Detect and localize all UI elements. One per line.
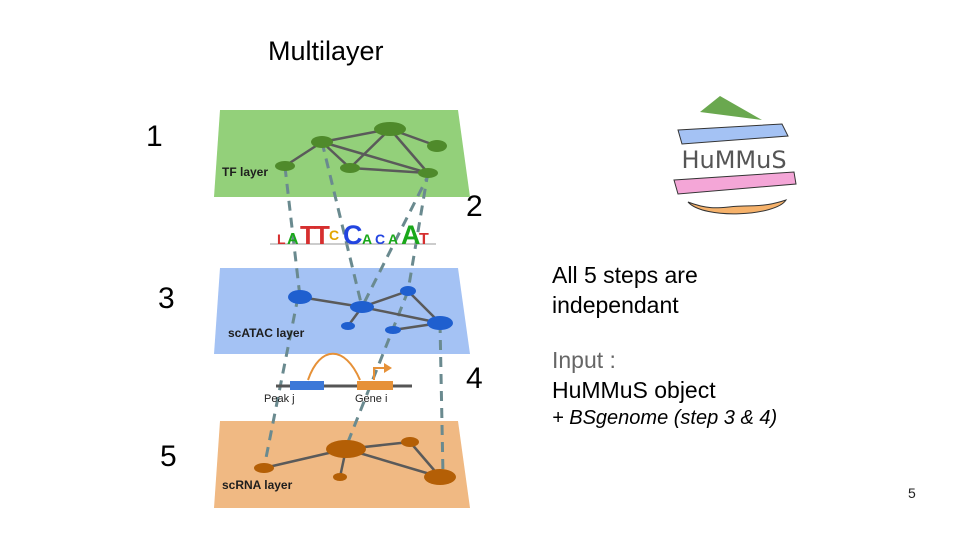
- peak-label: Peak j: [264, 393, 295, 405]
- motif-letter: L: [277, 231, 286, 247]
- motif-letter: T: [300, 220, 316, 250]
- scrna-network: [254, 437, 456, 485]
- interlayer-links: [262, 141, 445, 476]
- motif-letter: A: [362, 231, 372, 247]
- atac-node: [350, 301, 374, 313]
- motif-letter: A: [388, 231, 398, 247]
- motif-letter: A: [401, 220, 421, 250]
- step-number-3: 3: [158, 282, 175, 315]
- motif-letter: C: [375, 231, 385, 247]
- page-number: 5: [908, 485, 916, 501]
- atac-node: [341, 322, 355, 330]
- tf-layer-plane: [214, 110, 470, 197]
- atac-node: [288, 290, 312, 304]
- rna-node: [424, 469, 456, 485]
- peak-gene-arc: [307, 352, 361, 381]
- tf-node: [427, 140, 447, 152]
- motif-letter: T: [419, 231, 429, 248]
- tf-network: [275, 122, 447, 178]
- tf-layer-label: TF layer: [222, 165, 268, 179]
- tf-node: [311, 136, 333, 148]
- scrna-layer-label: scRNA layer: [222, 478, 293, 492]
- atac-node: [385, 326, 401, 334]
- step-number-4: 4: [466, 362, 483, 395]
- tss-arrow-icon: [373, 367, 386, 380]
- atac-node: [427, 316, 453, 330]
- input-label: Input :: [552, 347, 616, 373]
- hummus-logo: HuMMuS: [673, 96, 797, 215]
- atac-node: [400, 286, 416, 296]
- description-line-1: All 5 steps are: [552, 262, 698, 288]
- step-number-2: 2: [466, 190, 483, 223]
- rna-node: [401, 437, 419, 447]
- description-line-2: independant: [552, 292, 679, 318]
- logo-text: HuMMuS: [681, 146, 786, 174]
- scatac-network: [288, 286, 453, 334]
- peak-block: [290, 381, 324, 390]
- motif-letter: T: [314, 220, 330, 250]
- scatac-layer-plane: [214, 268, 470, 354]
- slide-title: Multilayer: [268, 36, 384, 66]
- motif-letter: A: [287, 231, 299, 248]
- tf-node: [374, 122, 406, 136]
- tf-node: [340, 163, 360, 173]
- description-block: All 5 steps are independant Input : HuMM…: [552, 260, 777, 431]
- motif-logo: L A T T C C A C A A T: [270, 220, 436, 250]
- input-value: HuMMuS object: [552, 377, 716, 403]
- tf-node: [275, 161, 295, 171]
- rna-node: [326, 440, 366, 458]
- tss-arrow-head: [384, 363, 392, 373]
- step-number-5: 5: [160, 440, 177, 473]
- rna-node: [254, 463, 274, 473]
- motif-letter: C: [329, 227, 339, 243]
- tf-node: [418, 168, 438, 178]
- gene-label: Gene i: [355, 393, 387, 405]
- rna-node: [333, 473, 347, 481]
- gene-model: Peak j Gene i: [264, 352, 412, 405]
- scatac-layer-label: scATAC layer: [228, 326, 305, 340]
- gene-block: [357, 381, 393, 390]
- motif-letter: C: [343, 220, 363, 250]
- input-extra: + BSgenome (step 3 & 4): [552, 407, 778, 429]
- step-number-1: 1: [146, 120, 163, 153]
